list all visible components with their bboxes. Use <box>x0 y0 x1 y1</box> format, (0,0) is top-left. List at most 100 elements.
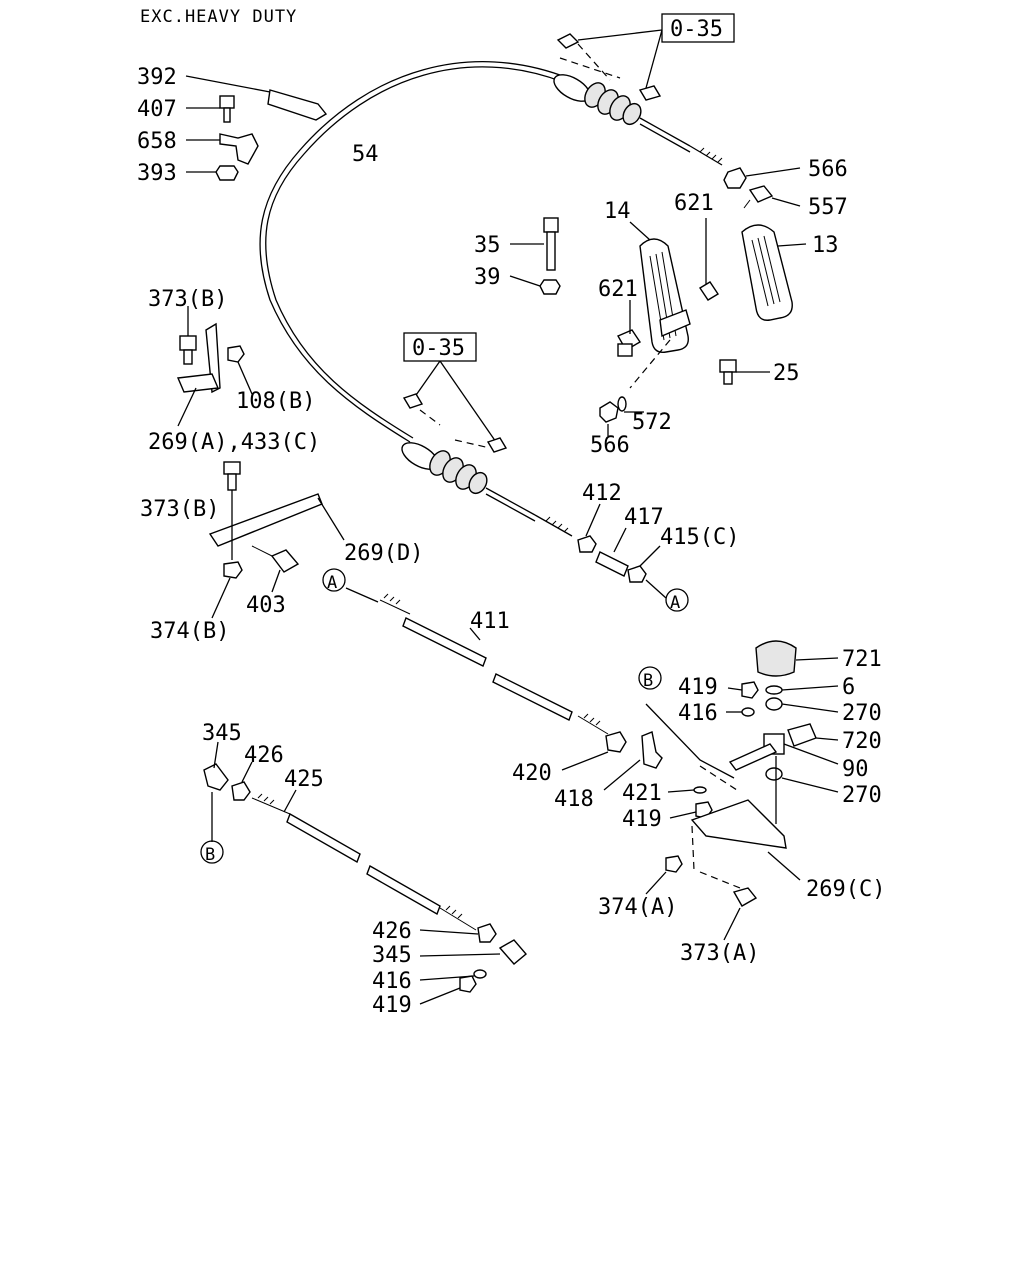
ref-marker-b-right: B <box>638 666 662 691</box>
part-566-top-nut <box>723 167 801 189</box>
part-415c-nut <box>627 545 667 599</box>
part-720-joint <box>787 723 839 747</box>
part-25-bolt <box>719 359 770 385</box>
label-54: 54 <box>352 142 379 167</box>
ref-marker-b-left: B <box>200 840 224 865</box>
label-108b: 108(B) <box>236 389 315 414</box>
part-373b-bolt-2 <box>223 461 241 560</box>
part-621-stop-lower <box>617 300 641 357</box>
svg-text:B: B <box>205 845 215 865</box>
svg-text:B: B <box>643 671 653 691</box>
part-6-ring <box>765 685 839 695</box>
ref-marker-a-right: A <box>665 588 689 613</box>
label-417: 417 <box>624 505 664 530</box>
label-374a: 374(A) <box>598 895 677 920</box>
part-417-sleeve <box>595 527 629 577</box>
label-39: 39 <box>474 265 501 290</box>
part-373a-bolt <box>723 887 758 941</box>
upper-cable-end <box>553 74 723 166</box>
part-39-nut <box>509 275 561 295</box>
pedal-link-dash <box>629 339 671 389</box>
label-418: 418 <box>554 787 594 812</box>
part-35-bolt <box>510 217 559 271</box>
part-418-joint <box>603 731 663 791</box>
label-566-top: 566 <box>808 157 848 182</box>
label-35: 35 <box>474 233 501 258</box>
part-393-nut <box>186 165 239 181</box>
label-421: 421 <box>622 781 662 806</box>
label-415c: 415(C) <box>660 525 739 550</box>
label-566-bot: 566 <box>590 433 630 458</box>
part-345-joint-b <box>419 939 527 965</box>
label-720: 720 <box>842 729 882 754</box>
part-419-nut-c <box>419 975 477 1005</box>
label-407: 407 <box>137 97 177 122</box>
lower-cable-end <box>401 442 573 537</box>
label-0-35-top: 0-35 <box>670 17 723 42</box>
part-621-stop-upper <box>699 218 719 301</box>
part-345-joint-a <box>203 741 229 842</box>
part-425-rod <box>251 789 477 931</box>
label-403: 403 <box>246 593 286 618</box>
part-373b-bolt-1 <box>179 306 197 365</box>
part-392-clip <box>185 75 328 121</box>
part-721-knob <box>755 640 839 677</box>
label-392: 392 <box>137 65 177 90</box>
label-6: 6 <box>842 675 855 700</box>
part-13-pedal <box>741 224 807 321</box>
part-270-bushing-a <box>765 697 839 713</box>
part-420-nut <box>561 731 627 771</box>
throttle-cable <box>259 61 569 443</box>
ref-box-mid: 0-35 <box>402 332 508 453</box>
label-658: 658 <box>137 129 177 154</box>
part-566-lower-nut <box>599 401 619 436</box>
label-13: 13 <box>812 233 839 258</box>
part-426-nut-b <box>419 923 497 943</box>
diagram-title: EXC.HEAVY DUTY <box>140 7 297 27</box>
part-426-nut-a <box>231 761 253 801</box>
part-658-clamp <box>186 133 259 165</box>
label-426-b: 426 <box>372 919 412 944</box>
part-374b-nut <box>211 561 243 619</box>
part-416-washer-b <box>419 969 487 981</box>
part-108b-nut <box>227 345 253 395</box>
label-269d: 269(D) <box>344 541 423 566</box>
label-14: 14 <box>604 199 631 224</box>
label-621-a: 621 <box>674 191 714 216</box>
part-403-bolt <box>251 545 300 593</box>
part-407-bolt <box>186 95 235 123</box>
svg-text:A: A <box>327 573 337 593</box>
part-269c-bracket <box>690 756 801 889</box>
ref-marker-a-left: A <box>322 568 346 593</box>
label-345-a: 345 <box>202 721 242 746</box>
label-0-35-mid: 0-35 <box>412 336 465 361</box>
part-14-pedal <box>629 221 691 353</box>
part-412-nut <box>577 503 601 553</box>
label-426-a: 426 <box>244 743 284 768</box>
label-416-a: 416 <box>678 701 718 726</box>
part-lever-arm <box>645 703 778 793</box>
part-270-bushing-b <box>765 767 839 793</box>
part-572-washer <box>617 396 644 413</box>
part-374a-nut <box>645 855 683 895</box>
label-419-c: 419 <box>372 993 412 1018</box>
part-557-joint <box>743 185 801 209</box>
label-572: 572 <box>632 410 672 435</box>
label-412: 412 <box>582 481 622 506</box>
label-419-b: 419 <box>622 807 662 832</box>
label-393: 393 <box>137 161 177 186</box>
label-411: 411 <box>470 609 510 634</box>
part-411-rod <box>345 587 609 735</box>
part-269a-bracket <box>176 322 221 427</box>
label-270-a: 270 <box>842 701 882 726</box>
label-269a-433c: 269(A),433(C) <box>148 430 320 455</box>
part-419-nut-a <box>727 681 759 699</box>
label-416-b: 416 <box>372 969 412 994</box>
label-420: 420 <box>512 761 552 786</box>
svg-text:A: A <box>670 593 680 613</box>
label-373a: 373(A) <box>680 941 759 966</box>
label-345-b: 345 <box>372 943 412 968</box>
label-373b-2: 373(B) <box>140 497 219 522</box>
part-269d-bracket <box>208 493 345 547</box>
